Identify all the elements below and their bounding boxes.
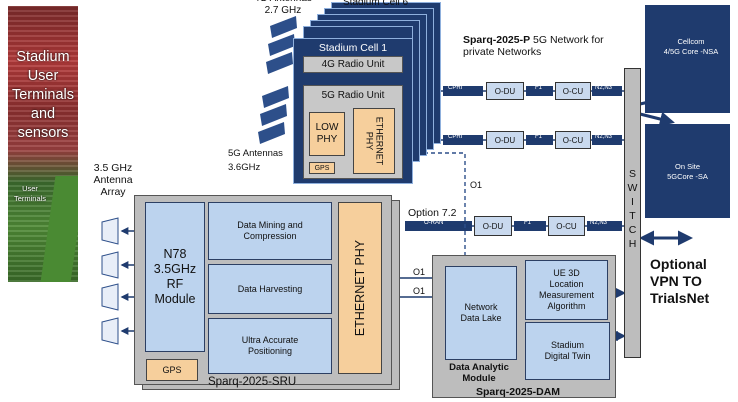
cellcom-core-label: Cellcom 4/5G Core -NSA	[663, 37, 719, 56]
switch: S W I T C H	[624, 68, 641, 358]
vpn-label: Optional VPN TO TrialsNet	[650, 256, 710, 306]
network-title-bold: Sparq-2025-P	[463, 34, 531, 46]
row3-ocu: O-CU	[548, 216, 585, 236]
rf-module: N78 3.5GHz RF Module	[145, 202, 205, 352]
option-label: Option 7.2	[408, 207, 457, 219]
network-title-rest: 5G Network for private Networks	[463, 34, 604, 58]
5g-antennas-label: 5G Antennas 3.6GHz	[228, 148, 283, 173]
sru-name: Sparq-2025-SRU	[208, 376, 297, 388]
o1-label-cell: O1	[470, 180, 483, 190]
top-antennas-label: 4G Antennas 2.7 GHz	[254, 0, 312, 16]
ue-3d-algorithm: UE 3D Location Measurement Algorithm	[525, 260, 608, 320]
onsite-core	[645, 124, 730, 218]
ru-5g: 5G Radio Unit LOW PHY ETHERNET PHY GPS	[303, 85, 403, 179]
stadium-photo-sub: User Terminals	[13, 184, 47, 203]
row2-link3: N2,N3	[595, 134, 613, 140]
row1-link2: F1	[535, 85, 543, 91]
cellcom-core	[672, 5, 730, 113]
row2-link1: CPRI	[448, 134, 463, 140]
stadium-cell-1: Stadium Cell 1 4G Radio Unit 5G Radio Un…	[293, 38, 413, 184]
sru-eth-phy: ETHERNET PHY	[338, 202, 382, 374]
ru-5g-title: 5G Radio Unit	[321, 90, 385, 101]
data-mining: Data Mining and Compression	[208, 202, 332, 260]
o1-label-upper: O1	[413, 267, 426, 277]
cell1-title: Stadium Cell 1	[318, 42, 388, 54]
cell-gps: GPS	[309, 162, 335, 174]
cell6-label: Stadium Cell 6	[343, 0, 409, 8]
switch-label: S W I T C H	[627, 168, 638, 250]
top-antennas-icon	[266, 16, 297, 74]
ru-4g: 4G Radio Unit	[303, 56, 403, 73]
row2-odu: O-DU	[486, 131, 524, 149]
row1-odu: O-DU	[486, 82, 524, 100]
network-data-lake: Network Data Lake	[445, 266, 517, 360]
row1-link1: CPRI	[448, 85, 463, 91]
onsite-core-label: On Site 5GCore -SA	[667, 162, 708, 181]
row3-odu: O-DU	[474, 216, 512, 236]
antenna-array-icon	[101, 217, 119, 345]
5g-antennas-icon	[258, 86, 289, 144]
data-harvesting: Data Harvesting	[208, 264, 332, 314]
o1-label-lower: O1	[413, 286, 426, 296]
sru-eth-phy-label: ETHERNET PHY	[353, 239, 368, 337]
cell-eth-phy-label: ETHERNET PHY	[364, 116, 385, 166]
row1-link3: N2,N3	[595, 85, 613, 91]
row3-link2: F1	[524, 220, 532, 226]
stadium-digital-twin: Stadium Digital Twin	[525, 322, 610, 380]
dam-module: Data Analytic Module	[449, 362, 509, 384]
stadium-photo: Stadium User Terminals and sensors User …	[8, 6, 78, 282]
dam-name: Sparq-2025-DAM	[476, 386, 561, 398]
row3-link1: O-RAN	[424, 220, 444, 226]
row2-link2: F1	[535, 134, 543, 140]
row2-ocu: O-CU	[555, 131, 591, 149]
sru-gps: GPS	[146, 359, 198, 381]
stadium-photo-title: Stadium User Terminals and sensors	[11, 49, 75, 141]
ultra-positioning: Ultra Accurate Positioning	[208, 318, 332, 374]
low-phy: LOW PHY	[309, 112, 345, 156]
network-title: Sparq-2025-P 5G Network for private Netw…	[463, 34, 604, 58]
antenna-array-label: 3.5 GHz Antenna Array	[93, 162, 133, 198]
row1-ocu: O-CU	[555, 82, 591, 100]
row3-link3: N2,N3	[590, 220, 608, 226]
cell-eth-phy: ETHERNET PHY	[353, 108, 395, 174]
